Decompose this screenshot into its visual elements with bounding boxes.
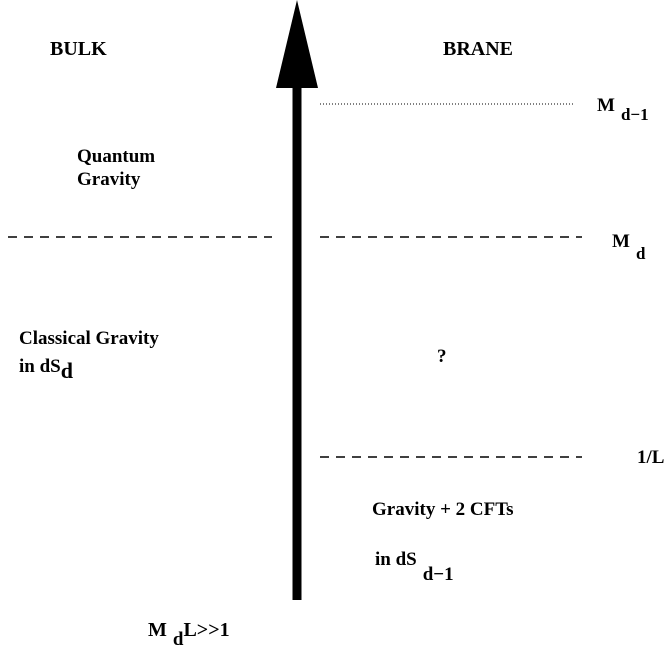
condition-m-subscript: d [172,629,184,650]
m-d-label: Md [612,231,645,263]
quantum-gravity-line1: Quantum [77,146,156,167]
m-d-subscript: d [635,244,646,263]
classical-gravity-in-ds: in dS [19,356,61,377]
classical-gravity-line1: Classical Gravity [19,328,159,349]
quantum-gravity-label: Quantum Gravity [77,146,155,192]
unknown-regime-marker: ? [437,346,447,367]
brane-in-ds: in dS [375,549,417,570]
gravity-cfts-line: Gravity + 2 CFTs [372,499,514,520]
energy-axis-arrow [276,0,318,600]
classical-gravity-line2: in dSd [19,352,73,383]
quantum-gravity-line2: Gravity [77,168,141,190]
one-over-l-label: 1/L [637,447,665,468]
condition-m: M [148,619,167,641]
m-d-main: M [612,231,630,252]
bulk-header: BULK [50,38,107,60]
m-d-minus-1-subscript: d−1 [620,105,649,124]
brane-header: BRANE [443,38,514,60]
brane-in-ds-label: in dSd−1 [375,549,454,585]
axis-arrowhead [276,0,318,88]
condition-rest: L>>1 [183,619,230,641]
brane-ds-subscript: d−1 [422,564,454,585]
classical-gravity-ds-subscript: d [60,358,73,383]
m-d-minus-1-main: M [597,95,615,116]
